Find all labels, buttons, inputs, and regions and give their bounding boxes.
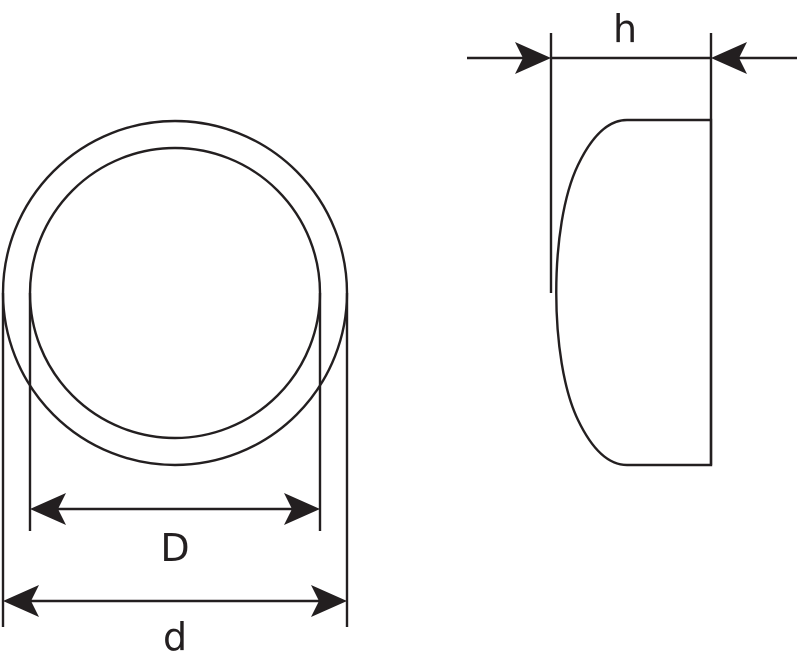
arrowhead-h-right — [711, 42, 747, 74]
arrowhead-d-left — [3, 585, 39, 617]
side-view: h — [467, 7, 797, 467]
label-d: d — [163, 615, 187, 659]
arrowhead-D-right — [284, 493, 320, 525]
dimension-height: h — [467, 7, 797, 74]
outer-circle — [1, 119, 349, 467]
inner-circle — [28, 146, 322, 440]
front-view: D d — [1, 119, 349, 659]
label-h: h — [613, 7, 637, 51]
dimension-outer-diameter: d — [3, 585, 347, 659]
cap-profile — [555, 118, 713, 467]
arrowhead-D-left — [30, 493, 66, 525]
label-D: D — [160, 526, 189, 570]
arrowhead-h-left — [515, 42, 551, 74]
arrowhead-d-right — [311, 585, 347, 617]
dimension-inner-diameter: D — [30, 493, 320, 570]
